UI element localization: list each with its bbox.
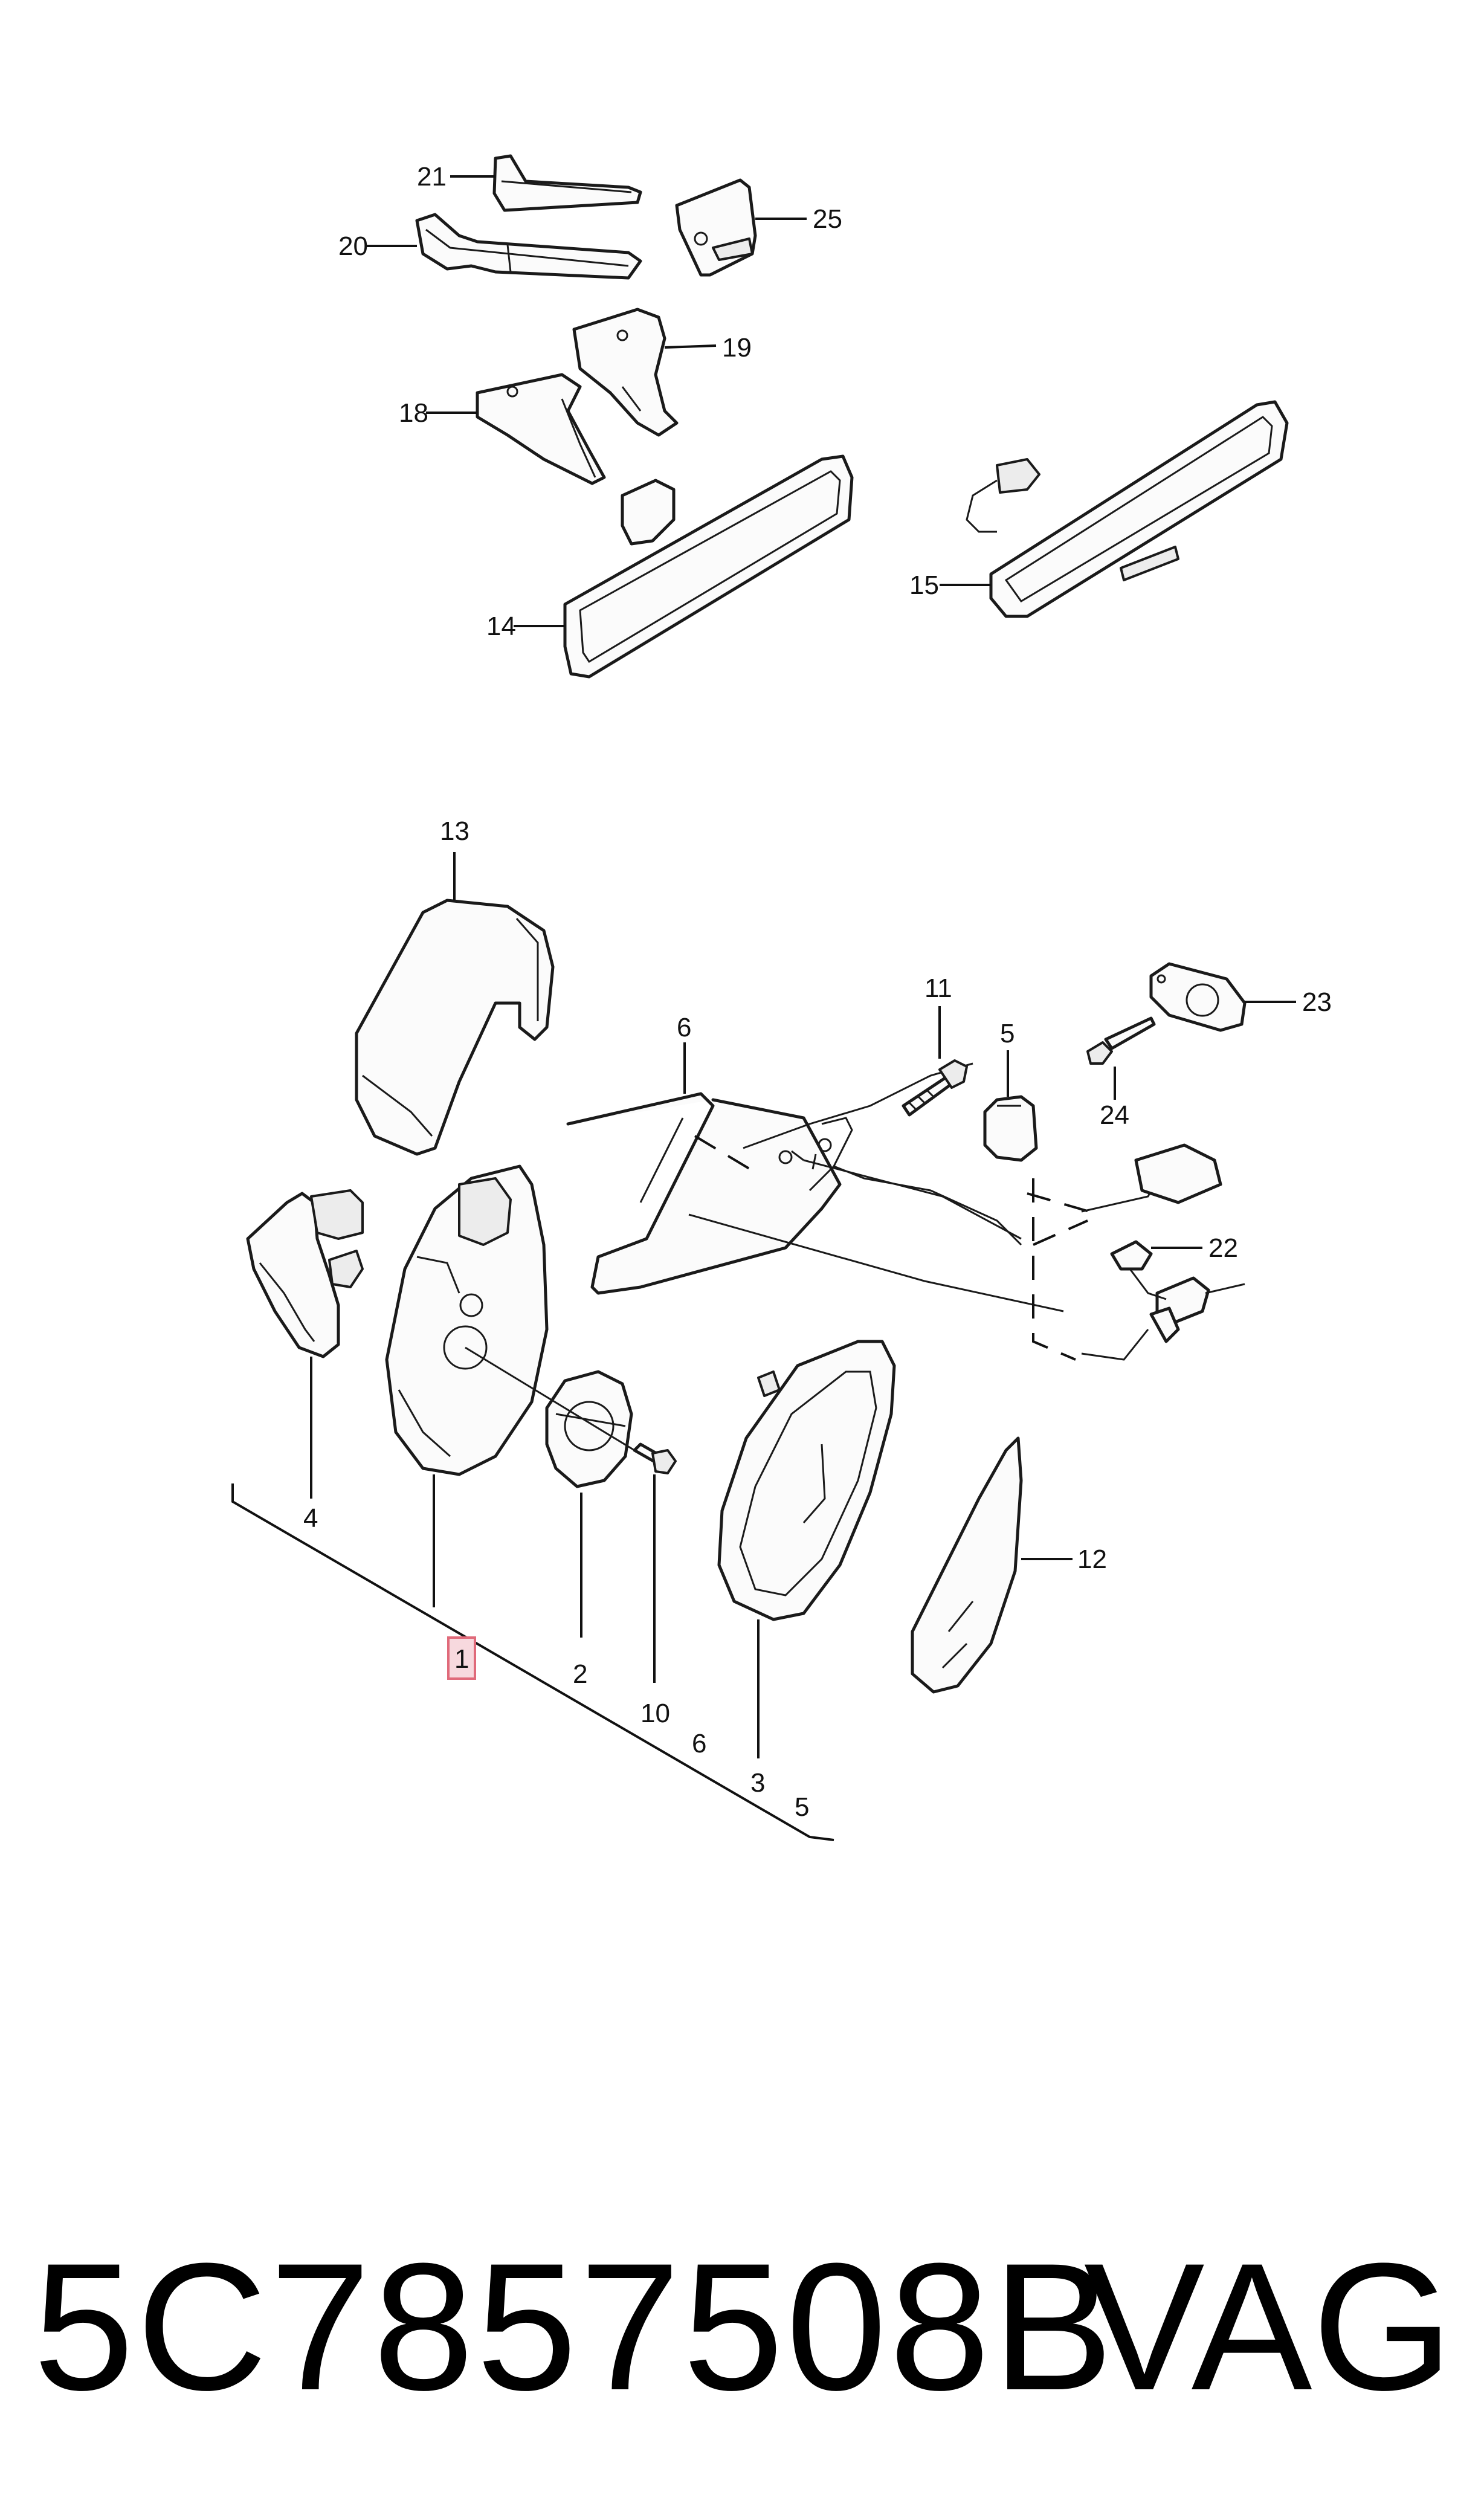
label-13: 13 <box>440 816 469 846</box>
label-15: 15 <box>909 570 939 600</box>
part-12-mirror-glass <box>911 1436 1023 1694</box>
part-23-gasket <box>1149 962 1247 1032</box>
part-22-connector <box>1032 1143 1245 1361</box>
label-22: 22 <box>1208 1233 1238 1263</box>
label-3: 3 <box>750 1768 765 1798</box>
label-24: 24 <box>1100 1100 1129 1130</box>
part-10-bolt <box>465 1346 677 1474</box>
label-23: 23 <box>1302 987 1332 1017</box>
label-25: 25 <box>813 204 842 234</box>
part-3-mirror-glass-carrier <box>717 1340 896 1621</box>
part-19-trim-cover <box>572 308 679 437</box>
label-5-top: 5 <box>1000 1019 1015 1048</box>
label-5-bottom: 5 <box>795 1792 809 1822</box>
brand-name: VAG <box>1083 2225 1453 2428</box>
label-19: 19 <box>722 333 752 363</box>
label-1: 1 <box>454 1644 469 1674</box>
part-number: 5C7857508B <box>33 2225 1116 2428</box>
part-15-autodim-mirror <box>966 400 1289 618</box>
label-4: 4 <box>303 1503 318 1533</box>
footer: 5C7857508B VAG <box>33 2224 1453 2429</box>
part-21-cover-bracket <box>492 154 642 212</box>
part-5-seal-cap <box>983 1095 1038 1162</box>
label-21: 21 <box>417 162 447 192</box>
label-18: 18 <box>399 398 428 428</box>
part-2-mirror-actuator <box>545 1370 633 1488</box>
label-11: 11 <box>924 973 952 1003</box>
part-13-mirror-cap <box>355 899 555 1156</box>
part-14-interior-mirror <box>563 454 854 679</box>
label-2: 2 <box>573 1659 587 1689</box>
part-25-sensor-cover <box>675 178 757 277</box>
assembly-bracket-line <box>231 1483 834 1841</box>
part-20-cable-cover <box>415 213 642 280</box>
label-20: 20 <box>338 231 368 261</box>
part-18-trim-cover <box>476 373 606 485</box>
part-24-screw <box>1086 1016 1156 1065</box>
leader-19 <box>664 344 717 349</box>
label-10: 10 <box>640 1699 670 1728</box>
part-4-turn-signal <box>246 1189 364 1358</box>
part-11-screw <box>902 1059 968 1117</box>
label-1-highlight <box>447 1636 476 1680</box>
label-12: 12 <box>1077 1545 1107 1574</box>
label-14: 14 <box>486 612 516 641</box>
part-1-mirror-housing <box>385 1164 549 1476</box>
label-6-top: 6 <box>677 1013 691 1042</box>
label-6-bottom: 6 <box>692 1729 706 1758</box>
part-6-mirror-base <box>566 1092 842 1295</box>
